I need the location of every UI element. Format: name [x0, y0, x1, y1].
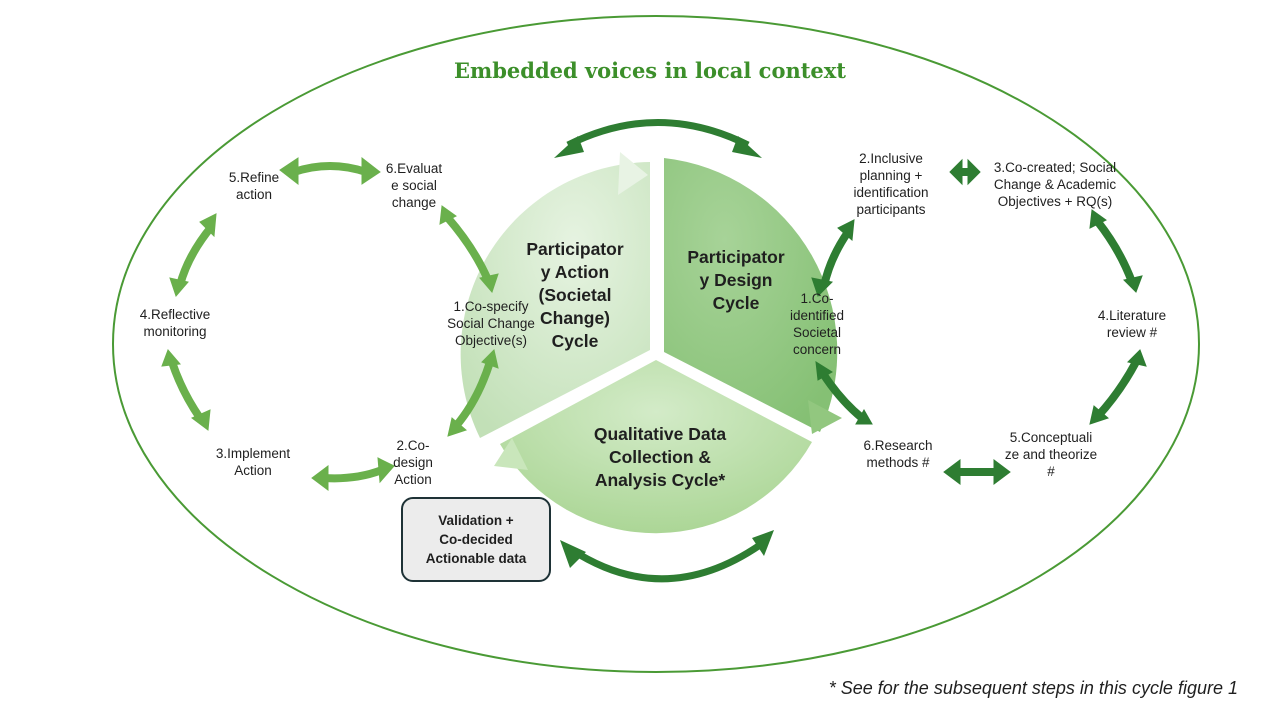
- design-step-1: 1.Co- identified Societal concern: [789, 291, 845, 357]
- context-ellipse: [112, 15, 1200, 673]
- data-cycle-label: Qualitative Data Collection & Analysis C…: [593, 424, 727, 490]
- data-sector: [500, 360, 812, 534]
- action-cycle-arrowhead: [618, 152, 648, 195]
- data-cycle-arrowhead: [494, 438, 528, 470]
- bottom-exchange-arrow: [560, 530, 774, 583]
- design-cycle-arrowhead: [808, 400, 842, 434]
- design-step-3: 3.Co-created; Social Change & Academic O…: [993, 160, 1117, 209]
- action-step-1: 1.Co-specify Social Change Objective(s): [447, 299, 535, 348]
- design-step-5: 5.Conceptuali ze and theorize #: [1004, 430, 1098, 479]
- design-cycle-label: Participator y Design Cycle: [687, 247, 785, 313]
- action-step-6: 6.Evaluat e social change: [385, 161, 443, 210]
- action-step-5: 5.Refine action: [228, 170, 280, 202]
- action-sector: [460, 162, 650, 438]
- design-sector: [664, 158, 838, 432]
- action-step-4: 4.Reflective monitoring: [139, 307, 211, 339]
- design-step-4: 4.Literature review #: [1097, 308, 1167, 340]
- action-cycle-label: Participator y Action (Societal Change) …: [526, 239, 624, 351]
- validation-box: Validation + Co-decided Actionable data: [401, 497, 551, 582]
- central-cycle: [460, 152, 842, 534]
- action-step-2: 2.Co- design Action: [393, 438, 433, 487]
- footnote: * See for the subsequent steps in this c…: [828, 678, 1238, 698]
- top-exchange-arrow: [554, 119, 762, 158]
- design-step-6: 6.Research methods #: [863, 438, 933, 470]
- design-cycle-arrows: [811, 158, 1147, 485]
- action-step-3: 3.Implement Action: [215, 446, 291, 478]
- diagram-title: Embedded voices in local context: [453, 58, 847, 83]
- design-step-2: 2.Inclusive planning + identification pa…: [853, 151, 929, 217]
- action-cycle-arrows: [161, 156, 499, 491]
